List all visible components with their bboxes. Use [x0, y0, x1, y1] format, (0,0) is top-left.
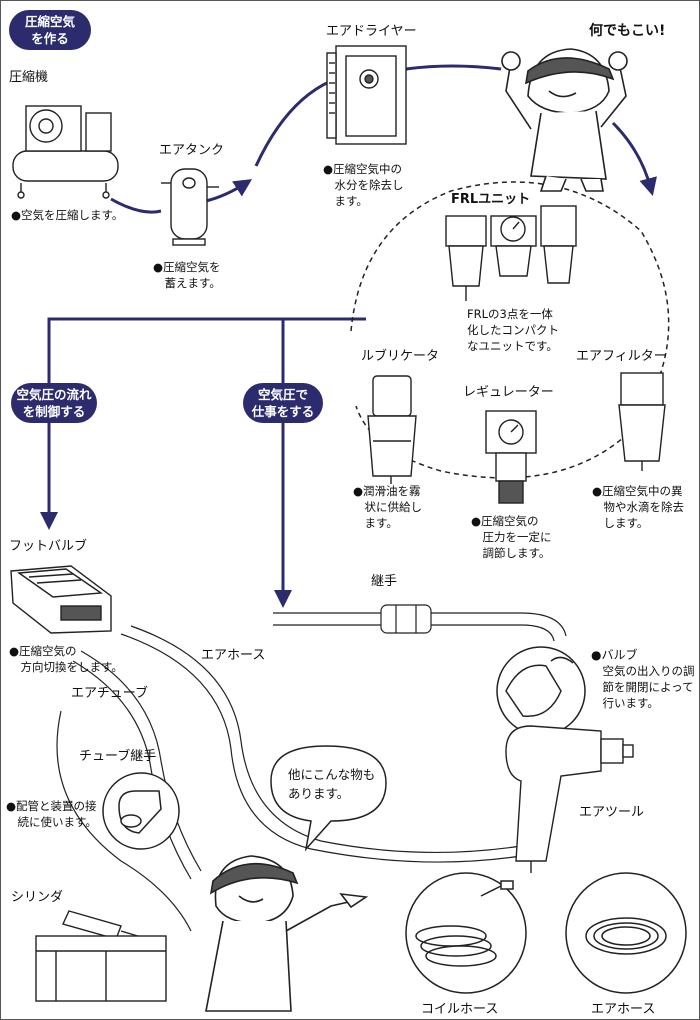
distribution-line [40, 317, 366, 530]
arrow-compressor-to-tank [110, 197, 162, 214]
compressor-illustration [12, 105, 119, 199]
air-dryer-description: ●圧縮空気中の 水分を除去し ます。 [323, 162, 404, 208]
worker-top-illustration [501, 48, 628, 192]
air-hose-label: エアホース [201, 648, 266, 663]
air-hose-bottom-label: エアホース [591, 1002, 656, 1017]
valve-label: ●バルブ [591, 648, 638, 662]
frl-dashed-circle [350, 181, 670, 479]
tube-joint-label: チューブ継手 [79, 749, 157, 764]
worker-bottom-illustration [205, 855, 369, 1012]
badge-control-air-flow: 空気圧の流れ を制御する [11, 383, 97, 423]
air-filter-description: ●圧縮空気中の異 物や水滴を除去 します。 [592, 484, 684, 530]
frl-unit-label: FRLユニット [451, 192, 531, 207]
air-tube-label: エアチューブ [71, 686, 148, 701]
badge-do-work: 空気圧で 仕事をする [243, 383, 323, 423]
regulator-illustration [485, 410, 537, 504]
foot-valve-illustration [10, 565, 112, 634]
cylinder-illustration [35, 910, 167, 1002]
air-filter-illustration [618, 372, 666, 471]
lubricator-label: ルブリケータ [361, 349, 440, 364]
air-tool-label: エアツール [579, 805, 645, 820]
tube-joint-illustration [102, 772, 180, 850]
tube-joint-description: ●配管と装置の接 続に使います。 [6, 799, 97, 829]
air-tank-label: エアタンク [159, 143, 225, 158]
hoses-illustration [56, 604, 567, 932]
compressor-description: ●空気を圧縮します。 [11, 208, 124, 222]
air-tool-illustration [505, 725, 634, 873]
valve-description: 空気の出入りの調 節を開閉によって 行います。 [602, 664, 695, 710]
arrow-worker-to-frl [611, 121, 657, 196]
arrow-dryer-to-worker [405, 64, 502, 71]
frl-unit-description: FRLの3点を一体 化したコンパクト なユニットです。 [467, 307, 559, 353]
cylinder-label: シリンダ [11, 890, 64, 905]
foot-valve-label: フットバルブ [9, 539, 88, 554]
flow-arrows [40, 64, 657, 608]
lubricator-illustration [367, 375, 417, 484]
regulator-label: レギュレーター [463, 385, 554, 400]
regulator-description: ●圧縮空気の 圧力を一定に 調節します。 [471, 514, 552, 560]
speech-bubble-bottom [270, 745, 387, 852]
air-filter-label: エアフィルター [576, 349, 667, 364]
arrow-tank-to-dryer [205, 179, 253, 203]
air-dryer-illustration [326, 45, 407, 145]
valve-illustration [496, 646, 586, 736]
air-hose-coil-illustration [565, 872, 687, 994]
foot-valve-description: ●圧縮空気の 方向切換をします。 [9, 644, 123, 674]
coil-hose-label: コイルホース [421, 1002, 499, 1017]
worker-bottom-speech: 他にこんな物も あります。 [288, 767, 376, 801]
air-tank-illustration [161, 168, 219, 246]
compressor-label: 圧縮機 [9, 70, 49, 85]
joint-label: 継手 [371, 574, 398, 589]
air-tank-description: ●圧縮空気を 蓄えます。 [153, 260, 221, 290]
lubricator-description: ●潤滑油を霧 状に供給し ます。 [353, 484, 422, 530]
coil-hose-illustration [405, 872, 527, 994]
badge-make-compressed-air: 圧縮空気 を作る [9, 10, 91, 50]
air-dryer-label: エアドライヤー [326, 24, 417, 39]
frl-unit-illustration [445, 205, 577, 301]
worker-top-speech: 何でもこい! [589, 23, 666, 39]
arrow-tank-up-to-dryer [254, 79, 332, 167]
